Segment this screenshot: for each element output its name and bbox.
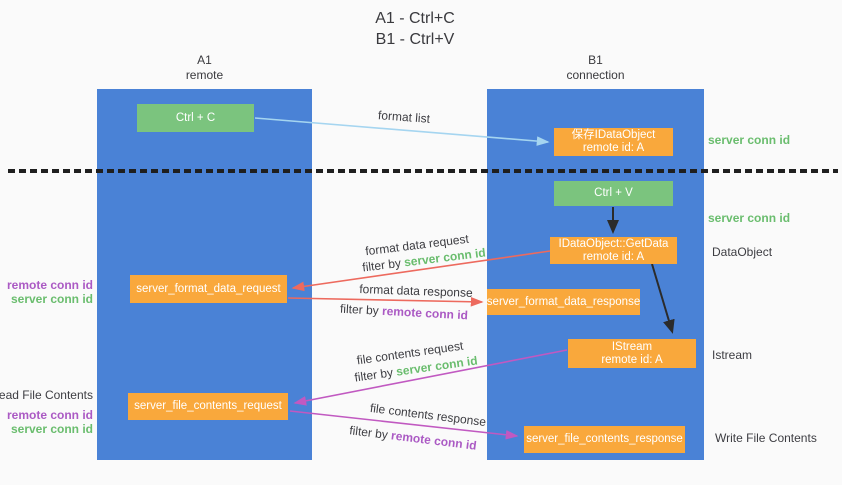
node-getdata-line2: remote id: A [582, 250, 645, 263]
node-server-file-contents-response: server_file_contents_response [524, 426, 685, 453]
node-istream-line2: remote id: A [601, 353, 663, 366]
server-conn-id-label-left-mid: server conn id [10, 292, 93, 306]
node-istream: IStream remote id: A [568, 339, 696, 368]
file-contents-response-label: file contents response [369, 400, 487, 430]
right-column-role: connection [566, 68, 625, 82]
node-format-request-label: server_format_data_request [136, 282, 281, 295]
node-save-idataobject: 保存IDataObject remote id: A [554, 128, 673, 156]
filter-by-text: filter by [348, 423, 389, 442]
server-conn-id-label-mid: server conn id [708, 211, 791, 225]
node-getdata-line1: IDataObject::GetData [558, 237, 669, 250]
node-ctrl-c: Ctrl + C [137, 104, 254, 132]
filter-remote-conn-id: remote conn id [381, 303, 469, 323]
diagram-title: A1 - Ctrl+C B1 - Ctrl+V [310, 8, 520, 50]
phase-separator-dashed-line [8, 169, 838, 173]
server-conn-id-label-left-bottom: server conn id [10, 422, 93, 436]
file-contents-response-filter-label: filter by remote conn id [349, 423, 478, 453]
left-conn-id-labels-bottom: remote conn id server conn id [0, 408, 93, 436]
right-column-name: B1 [588, 53, 603, 67]
remote-conn-id-label-mid: remote conn id [6, 278, 93, 292]
node-ctrl-c-label: Ctrl + C [175, 111, 216, 124]
node-ctrl-v: Ctrl + V [554, 181, 673, 206]
filter-by-text: filter by [339, 301, 380, 318]
dataobject-label: DataObject [712, 245, 773, 259]
write-file-contents-label: Write File Contents [715, 431, 817, 445]
node-server-format-data-request: server_format_data_request [130, 275, 287, 303]
istream-label: Istream [712, 348, 753, 362]
node-file-response-label: server_file_contents_response [526, 433, 683, 445]
node-istream-line1: IStream [611, 340, 653, 353]
filter-remote-conn-id: remote conn id [390, 428, 478, 453]
node-server-file-contents-request: server_file_contents_request [128, 393, 288, 420]
node-format-response-label: server_format_data_response [486, 295, 641, 308]
left-column-name: A1 [197, 53, 212, 67]
format-data-response-label: format data response [359, 282, 473, 300]
left-column-role: remote [185, 68, 224, 82]
format-list-label: format list [377, 108, 431, 126]
title-line-2: B1 - Ctrl+V [375, 31, 455, 48]
format-data-response-filter-label: filter by remote conn id [340, 302, 469, 323]
node-save-idataobject-line2: remote id: A [582, 142, 645, 154]
node-ctrl-v-label: Ctrl + V [594, 187, 633, 199]
title-line-1: A1 - Ctrl+C [375, 10, 455, 27]
node-save-idataobject-line1: 保存IDataObject [571, 129, 656, 141]
node-idataobject-getdata: IDataObject::GetData remote id: A [550, 237, 677, 264]
filter-by-text: filter by [353, 365, 394, 385]
left-column-header: A1 remote [97, 53, 312, 83]
server-conn-id-label-top: server conn id [708, 133, 791, 147]
node-file-request-label: server_file_contents_request [134, 400, 282, 412]
left-conn-id-labels-mid: remote conn id server conn id [0, 278, 93, 306]
remote-conn-id-label-bottom: remote conn id [6, 408, 93, 422]
read-file-contents-label: Read File Contents [0, 388, 93, 402]
right-column-header: B1 connection [487, 53, 704, 83]
node-server-format-data-response: server_format_data_response [487, 289, 640, 315]
filter-by-text: filter by [361, 255, 402, 275]
